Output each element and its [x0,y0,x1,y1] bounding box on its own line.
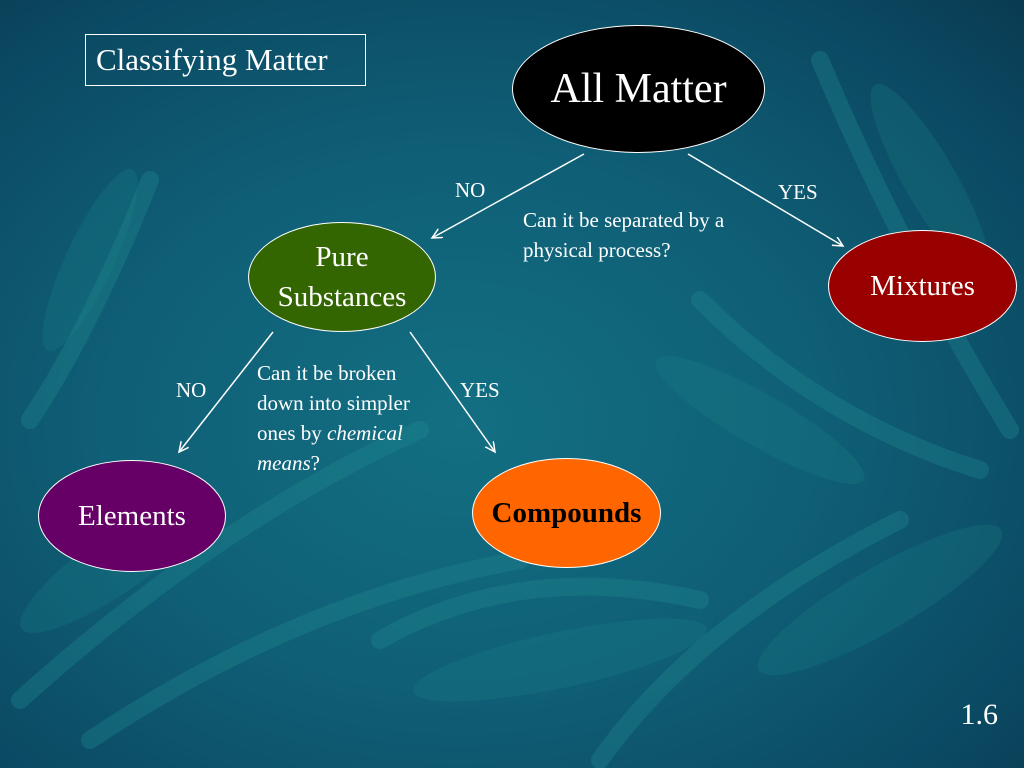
arrow-to-pure-substances [432,153,585,238]
slide-title: Classifying Matter [85,34,366,86]
node-pure-substances-label: Pure Substances [277,241,407,313]
branch-label-top-yes: YES [778,180,818,204]
branch-label-top-no: NO [455,178,486,202]
node-pure-substances: Pure Substances [248,222,436,332]
question-chemical-suffix: ? [310,451,320,475]
arrow-to-mixtures [687,153,843,246]
branch-label-lower-no: NO [176,378,207,402]
arrow-to-elements [179,331,274,452]
question-chemical-prefix: Can it be broken down into simpler ones … [257,361,410,445]
node-compounds: Compounds [472,458,661,568]
question-physical: Can it be separated by a physical proces… [523,208,725,262]
question-chemical: Can it be broken down into simpler ones … [257,358,442,478]
node-mixtures: Mixtures [828,230,1017,342]
node-all-matter-label: All Matter [550,66,727,112]
branch-label-lower-yes: YES [460,378,500,402]
node-compounds-label: Compounds [491,496,642,529]
node-all-matter: All Matter [512,25,765,153]
node-mixtures-label: Mixtures [870,269,975,302]
arrow-to-compounds [409,331,495,452]
node-elements: Elements [38,460,226,572]
node-elements-label: Elements [78,499,186,532]
page-number: 1.6 [960,698,999,731]
question-chemical-emphasis: chemical means [257,421,403,475]
